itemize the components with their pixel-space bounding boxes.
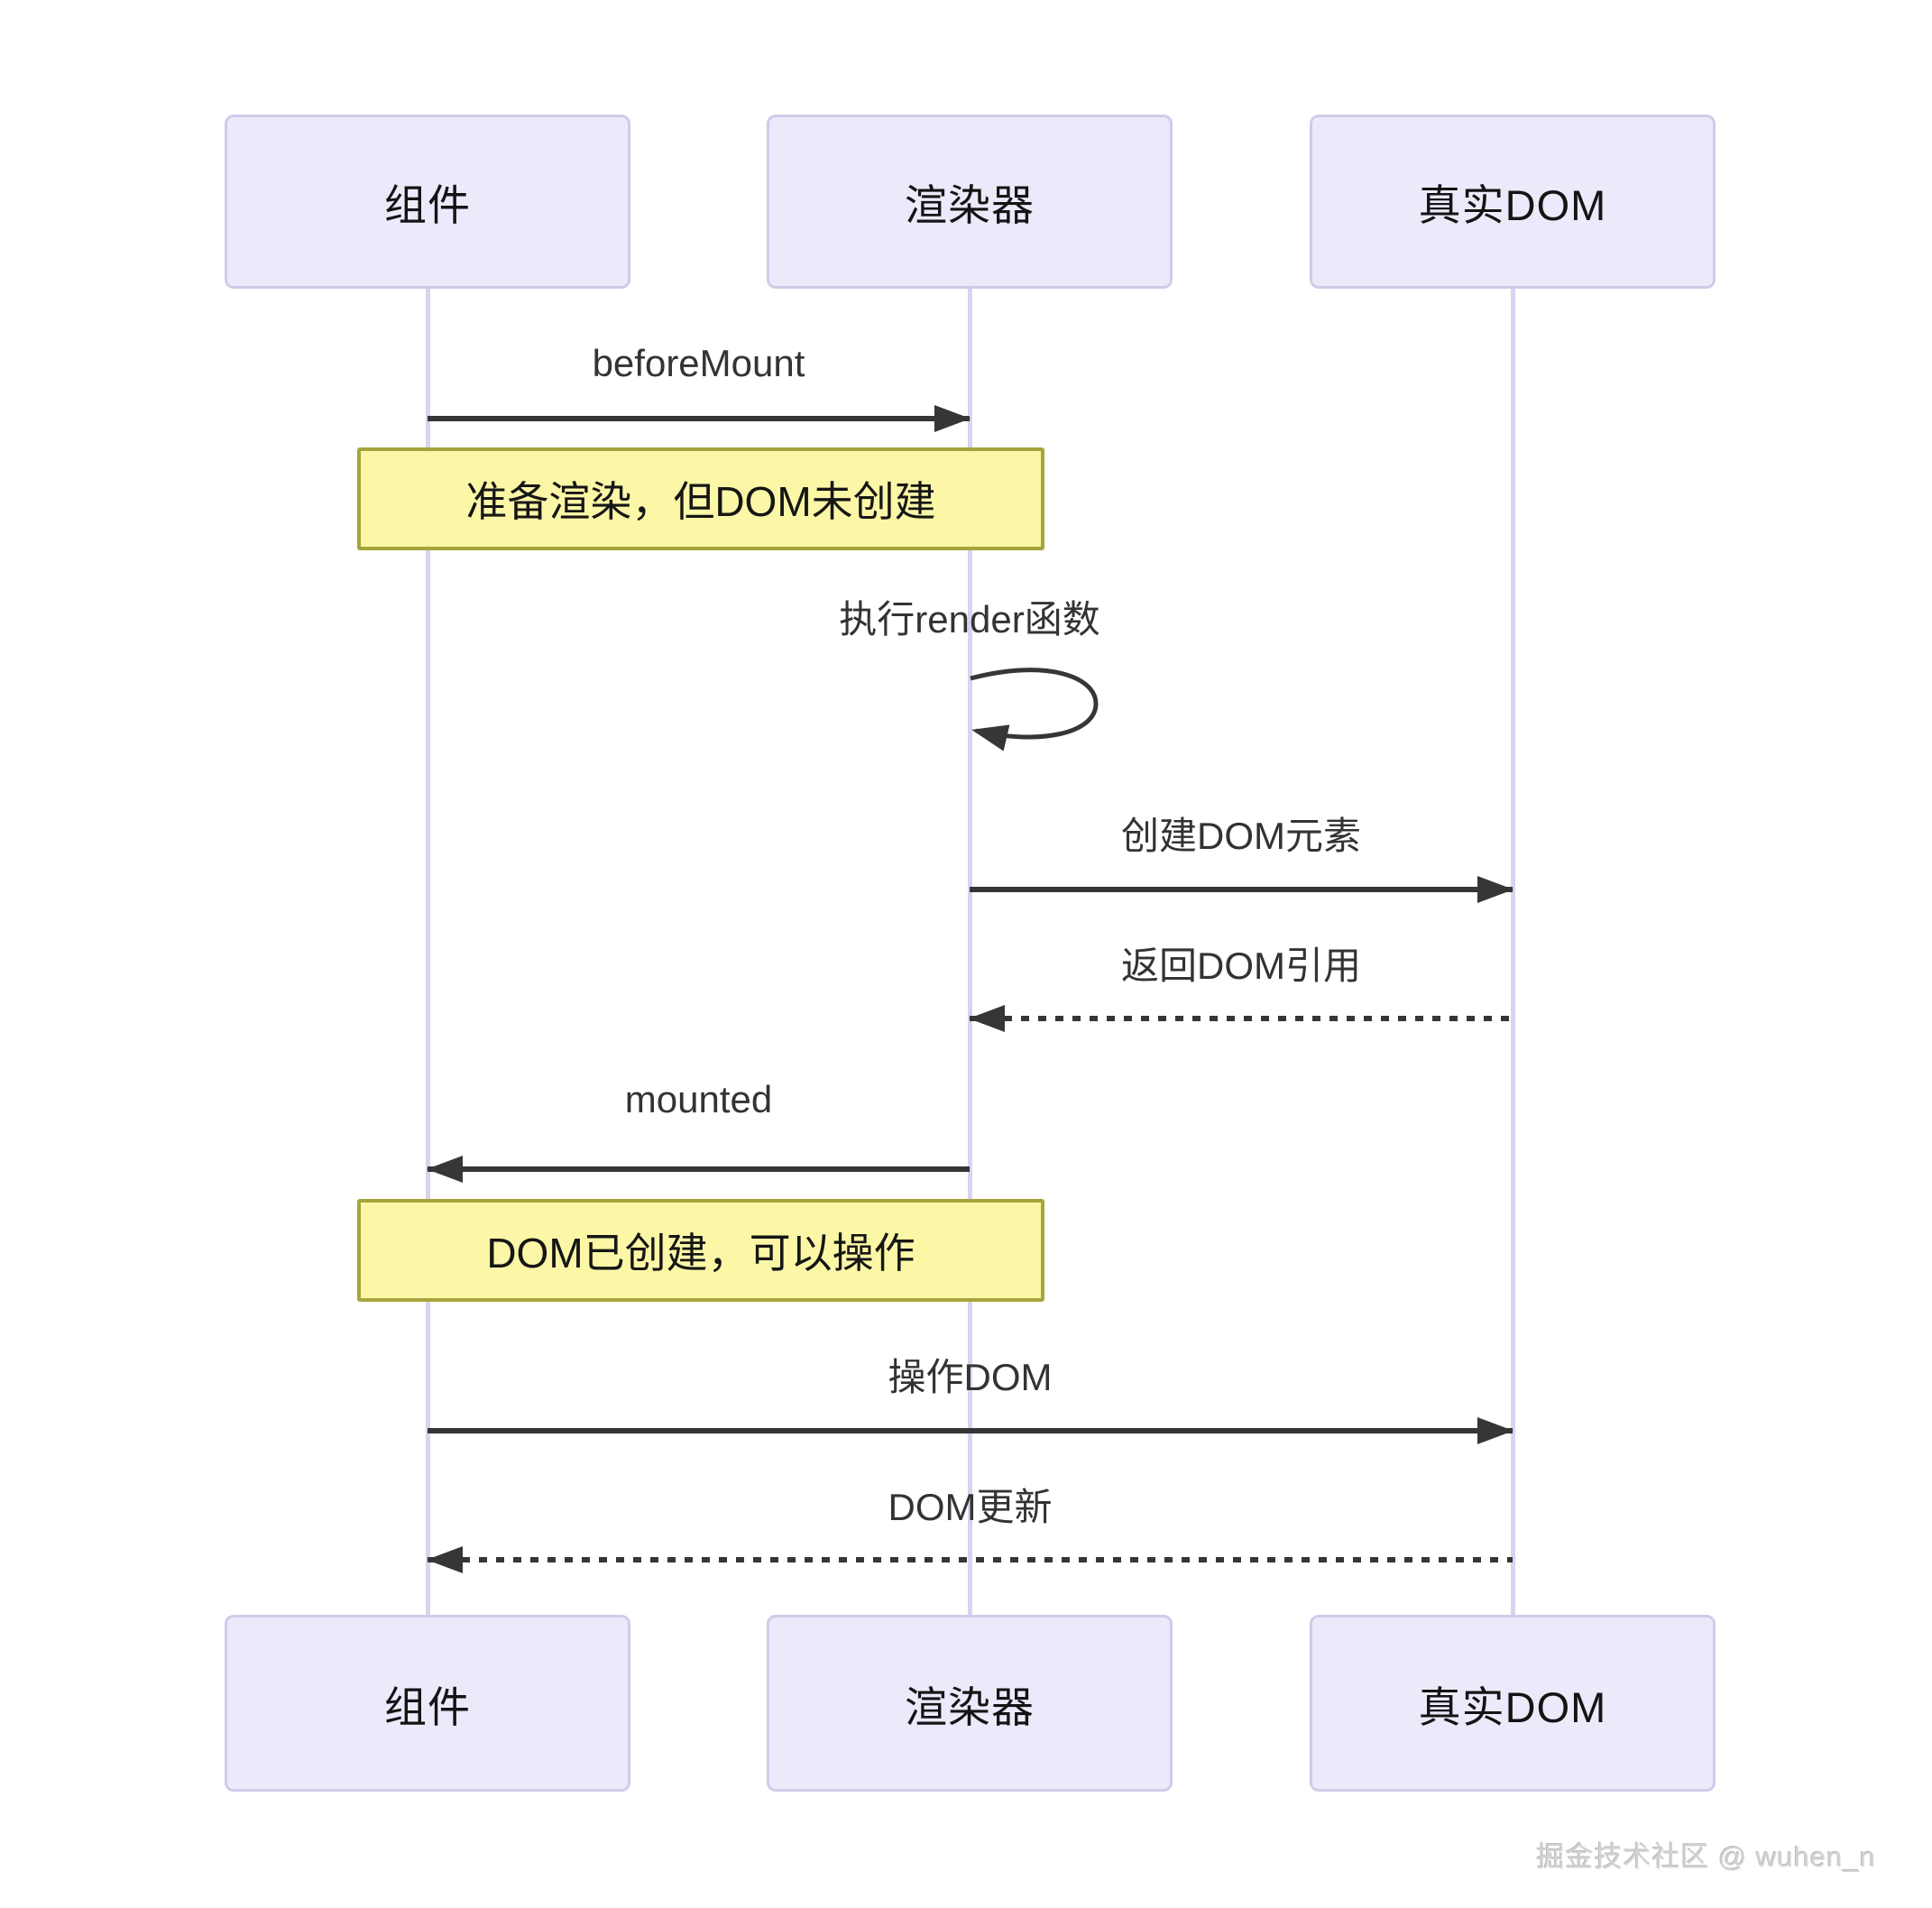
actor-label: 渲染器 bbox=[905, 1682, 1035, 1731]
arrowhead-right-icon bbox=[1477, 1417, 1513, 1444]
message-arrow-dom-update bbox=[427, 1546, 1513, 1573]
arrowhead-left-icon bbox=[969, 1005, 1005, 1032]
message-label-dom-update: DOM更新 bbox=[888, 1486, 1053, 1528]
actor-label: 组件 bbox=[384, 181, 471, 229]
note-label: DOM已创建，可以操作 bbox=[486, 1230, 915, 1277]
actor-box-component-bottom: 组件 bbox=[225, 1615, 630, 1792]
note-before-mount: 准备渲染，但DOM未创建 bbox=[357, 447, 1044, 550]
arrowhead-right-icon bbox=[1477, 876, 1513, 903]
lifeline-renderer bbox=[968, 287, 972, 1615]
message-label-mounted: mounted bbox=[624, 1078, 773, 1120]
actor-box-real-dom-top: 真实DOM bbox=[1310, 115, 1716, 289]
message-label-render: 执行render函数 bbox=[839, 598, 1100, 641]
message-arrow-beforemount bbox=[428, 405, 971, 432]
arrowhead-left-icon bbox=[427, 1156, 463, 1183]
note-label: 准备渲染，但DOM未创建 bbox=[465, 478, 936, 525]
self-loop-arrow bbox=[970, 668, 1099, 751]
note-dom-created: DOM已创建，可以操作 bbox=[357, 1199, 1044, 1302]
message-arrow-operate-dom bbox=[428, 1417, 1513, 1444]
message-label-create-dom: 创建DOM元素 bbox=[1121, 815, 1361, 857]
message-label-return-ref: 返回DOM引用 bbox=[1121, 945, 1361, 987]
actor-box-component-top: 组件 bbox=[225, 115, 630, 289]
message-label-operate-dom: 操作DOM bbox=[888, 1356, 1053, 1398]
actor-label: 组件 bbox=[384, 1682, 471, 1731]
message-arrow-return-ref bbox=[969, 1005, 1513, 1032]
watermark: 掘金技术社区 @ wuhen_n bbox=[1536, 1841, 1876, 1873]
actor-label: 真实DOM bbox=[1418, 1682, 1607, 1731]
message-label-beforemount: beforeMount bbox=[592, 342, 805, 384]
arrowhead-right-icon bbox=[934, 405, 971, 432]
actor-box-renderer-bottom: 渲染器 bbox=[767, 1615, 1173, 1792]
actor-box-renderer-top: 渲染器 bbox=[767, 115, 1173, 289]
actor-label: 渲染器 bbox=[905, 181, 1035, 229]
lifeline-component bbox=[426, 287, 430, 1615]
lifeline-real-dom bbox=[1511, 287, 1515, 1615]
message-arrow-mounted bbox=[427, 1156, 970, 1183]
actor-label: 真实DOM bbox=[1418, 181, 1607, 229]
arrowhead-left-icon bbox=[427, 1546, 463, 1573]
actor-box-real-dom-bottom: 真实DOM bbox=[1310, 1615, 1716, 1792]
message-arrow-create-dom bbox=[970, 876, 1513, 903]
